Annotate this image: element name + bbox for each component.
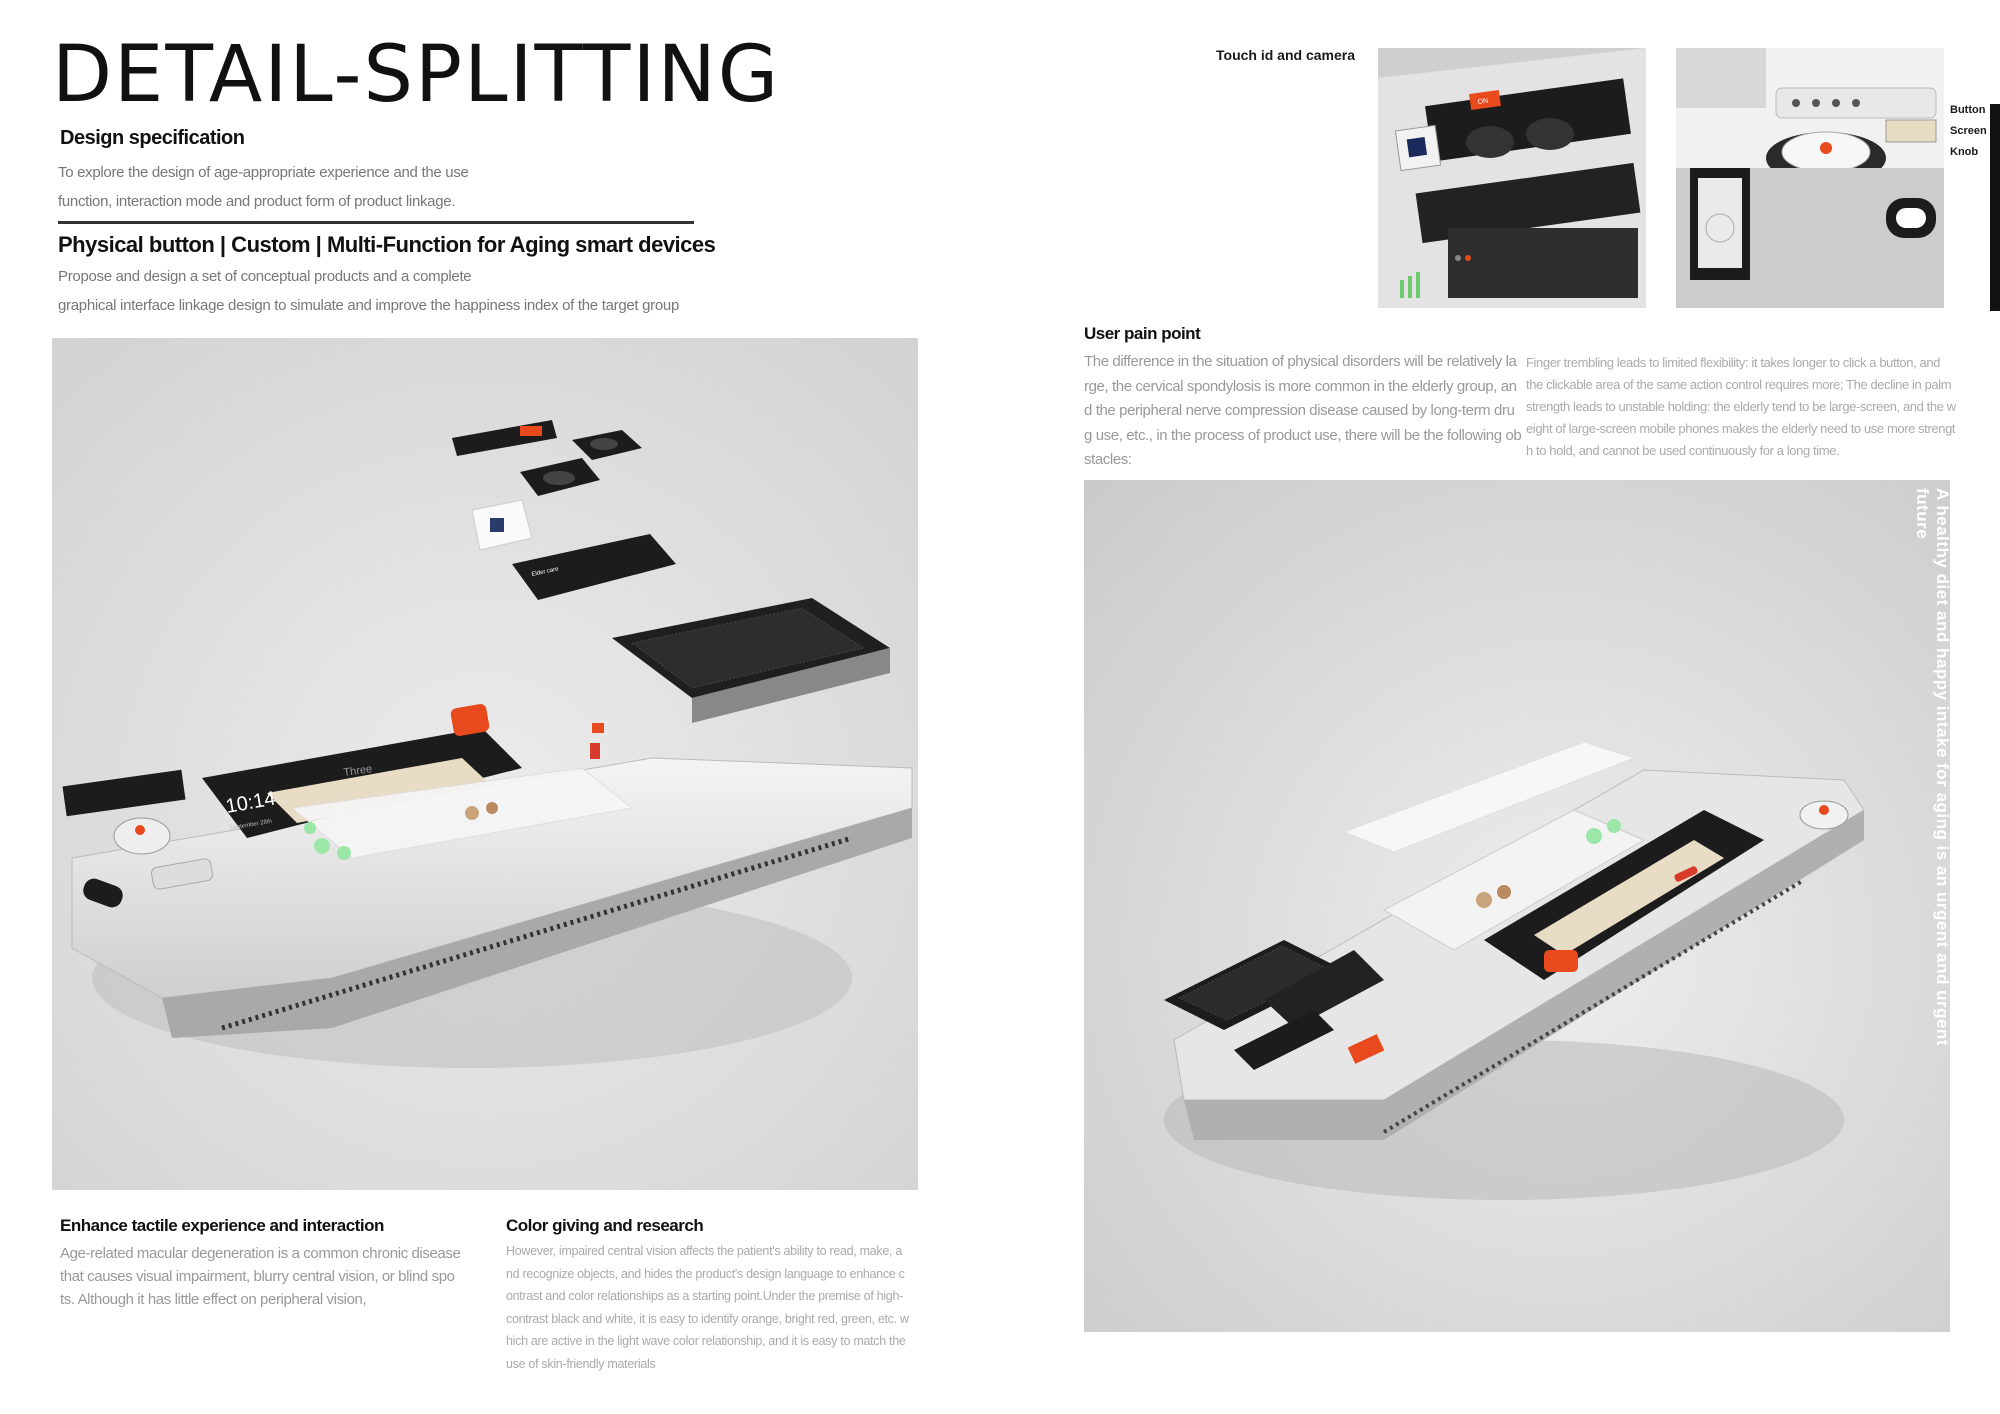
color-line: However, impaired central vision affects… — [506, 1244, 903, 1258]
touch-id-render: ON — [1378, 48, 1646, 308]
color-line: hich are active in the light wave color … — [506, 1334, 906, 1348]
button-screen-knob-photo — [1676, 48, 1944, 308]
design-spec-line: To explore the design of age-appropriate… — [58, 164, 469, 181]
design-spec-text: To explore the design of age-appropriate… — [58, 158, 469, 216]
main-product-photo: 10:14 September 28th Three Elder care — [52, 338, 918, 1190]
color-line: nd recognize objects, and hides the prod… — [506, 1266, 905, 1281]
pain-line: strength leads to unstable holding: the … — [1526, 399, 1956, 414]
divider — [58, 221, 694, 224]
edge-bar — [1990, 104, 2000, 311]
assembled-device-render — [1084, 480, 1950, 1332]
pain-line: h to hold, and cannot be used continuous… — [1526, 443, 1840, 458]
pain-line: stacles: — [1084, 451, 1132, 468]
pain-line: the clickable area of the same action co… — [1526, 377, 1952, 392]
secondary-product-photo — [1084, 480, 1950, 1332]
pain-text-col1: The difference in the situation of physi… — [1084, 350, 1522, 473]
tactile-line: ts. Although it has little effect on per… — [60, 1291, 367, 1308]
pain-line: eight of large-screen mobile phones make… — [1526, 421, 1956, 436]
button-knob-render — [1676, 48, 1944, 308]
tactile-heading: Enhance tactile experience and interacti… — [60, 1216, 384, 1235]
physical-text: Propose and design a set of conceptual p… — [58, 262, 679, 320]
detail-labels: Button Screen Knob — [1950, 100, 1987, 163]
tactile-line: that causes visual impairment, blurry ce… — [60, 1268, 455, 1285]
color-text: However, impaired central vision affects… — [506, 1240, 909, 1375]
design-spec-line: function, interaction mode and product f… — [58, 193, 456, 210]
physical-heading: Physical button | Custom | Multi-Functio… — [58, 232, 716, 257]
pain-heading: User pain point — [1084, 324, 1201, 343]
design-spec-heading: Design specification — [60, 127, 245, 149]
color-heading: Color giving and research — [506, 1216, 704, 1235]
physical-line: graphical interface linkage design to si… — [58, 297, 680, 314]
tactile-text: Age-related macular degeneration is a co… — [60, 1242, 461, 1311]
pain-text-col2: Finger trembling leads to limited flexib… — [1526, 352, 1956, 462]
physical-line: Propose and design a set of conceptual p… — [58, 268, 472, 285]
touch-id-camera-photo: ON — [1378, 48, 1646, 308]
tactile-line: Age-related macular degeneration is a co… — [60, 1245, 461, 1262]
vertical-caption: A healthy diet and happy intake for agin… — [1913, 488, 1952, 1046]
label-screen: Screen — [1950, 125, 1987, 137]
color-line: ontrast and color relationships as a sta… — [506, 1289, 903, 1303]
device-label-elder: Elder care — [531, 566, 560, 578]
pain-line: The difference in the situation of physi… — [1084, 353, 1517, 370]
on-label: ON — [1477, 98, 1488, 106]
color-line: use of skin-friendly materials — [506, 1356, 656, 1371]
pain-line: Finger trembling leads to limited flexib… — [1526, 355, 1940, 370]
device-label-three: Three — [343, 763, 373, 779]
pain-line: d the peripheral nerve compression disea… — [1084, 402, 1515, 419]
label-knob: Knob — [1950, 146, 1979, 158]
touch-id-label: Touch id and camera — [1216, 47, 1355, 63]
label-button: Button — [1950, 104, 1986, 116]
color-line: contrast black and white, it is easy to … — [506, 1311, 909, 1326]
pain-line: rge, the cervical spondylosis is more co… — [1084, 377, 1517, 395]
page-title: DETAIL-SPLITTING — [52, 30, 781, 120]
exploded-device-render: 10:14 September 28th Three Elder care — [52, 338, 918, 1190]
pain-line: g use, etc., in the process of product u… — [1084, 426, 1522, 444]
